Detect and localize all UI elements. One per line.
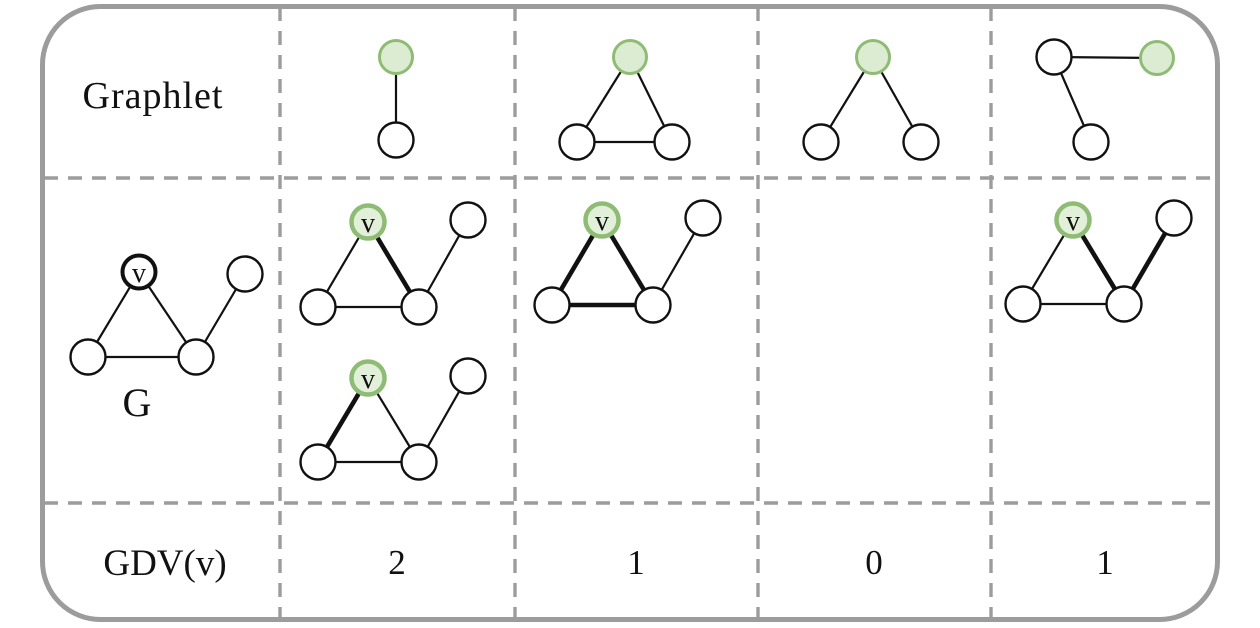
vertex-v-label: v xyxy=(361,364,375,395)
instance-edge-1: v xyxy=(299,201,487,326)
node xyxy=(533,286,571,324)
node xyxy=(377,121,415,159)
node xyxy=(1105,285,1143,323)
graphlet-triangle xyxy=(558,39,691,161)
instance-path: v xyxy=(1004,199,1193,323)
vertex-v-label: v xyxy=(132,258,146,289)
vertex-v-label: v xyxy=(1066,206,1080,237)
vertex-v xyxy=(120,253,158,291)
instance-triangle: v xyxy=(533,199,722,324)
vertex-v-label: v xyxy=(595,206,609,237)
node xyxy=(299,443,337,481)
node xyxy=(177,338,215,376)
graph-G: v G xyxy=(69,253,264,425)
node xyxy=(299,288,337,326)
graphlet-path-end xyxy=(1035,38,1175,161)
node xyxy=(558,123,596,161)
graphlet-counted-node xyxy=(612,39,648,75)
graphlet-edge xyxy=(377,39,415,159)
vertex-v xyxy=(349,203,387,241)
vertex-v xyxy=(349,359,387,397)
node xyxy=(449,201,487,239)
graphlet-counted-node xyxy=(378,39,414,75)
node xyxy=(400,288,438,326)
node xyxy=(653,123,691,161)
gdv-value-3: 1 xyxy=(1096,543,1114,582)
node xyxy=(1072,123,1110,161)
table-border xyxy=(40,4,1220,622)
vertex-v xyxy=(583,201,621,239)
graph-G-label: G xyxy=(123,380,152,425)
node xyxy=(1004,285,1042,323)
node xyxy=(1035,38,1073,76)
node xyxy=(1155,199,1193,237)
node xyxy=(400,443,438,481)
vertex-v xyxy=(1054,201,1092,239)
instance-edge-2: v xyxy=(299,357,487,481)
node xyxy=(69,338,107,376)
graphlet-path-center xyxy=(802,39,940,161)
vertex-v-label: v xyxy=(361,208,375,239)
graphlet-counted-node xyxy=(1139,40,1175,76)
gdv-row-label: GDV(v) xyxy=(103,543,226,584)
node xyxy=(226,255,264,293)
table-grid xyxy=(44,7,1216,627)
gdv-value-1: 1 xyxy=(627,543,645,582)
gdv-value-2: 0 xyxy=(865,543,883,582)
node xyxy=(902,123,940,161)
node xyxy=(802,123,840,161)
gdv-value-0: 2 xyxy=(388,543,406,582)
node xyxy=(684,199,722,237)
node xyxy=(449,357,487,395)
graphlet-counted-node xyxy=(855,39,891,75)
node xyxy=(634,286,672,324)
gdv-row: GDV(v) 2 1 0 1 xyxy=(103,543,1113,584)
graphlet-header-label: Graphlet xyxy=(83,75,224,117)
